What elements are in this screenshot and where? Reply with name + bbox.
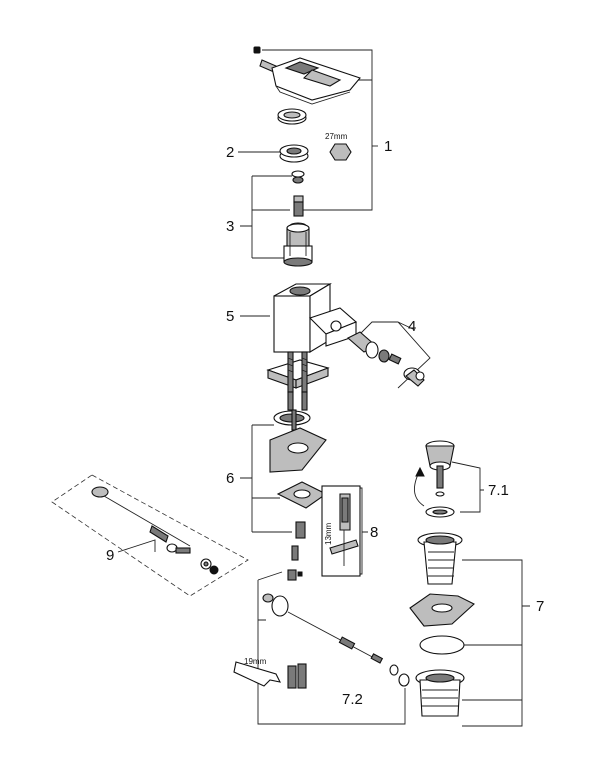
mixer-body	[266, 283, 358, 411]
lift-rod-connection	[347, 331, 425, 387]
label-6: 6	[226, 470, 234, 487]
handle-assembly	[253, 46, 361, 125]
label-1: 1	[384, 138, 392, 155]
label-8: 8	[370, 524, 378, 541]
label-4: 4	[408, 318, 416, 335]
dim-27mm: 27mm	[325, 132, 348, 141]
callout-labels: 1 2 3 4 5 6 7 7.1 7.2 8 9	[106, 138, 544, 708]
waste-body	[409, 532, 475, 717]
label-3: 3	[226, 218, 234, 235]
label-2: 2	[226, 144, 234, 161]
label-7-1: 7.1	[488, 482, 509, 499]
label-7: 7	[536, 598, 544, 615]
hex-nut-icon	[329, 143, 352, 161]
pop-up-linkage	[233, 569, 410, 689]
label-5: 5	[226, 308, 234, 325]
label-9: 9	[106, 547, 114, 564]
waste-plug	[414, 440, 455, 518]
dim-19mm: 19mm	[244, 657, 267, 666]
leader-lines	[117, 49, 530, 727]
lift-rod-kit	[51, 474, 249, 597]
mounting-set	[269, 409, 328, 561]
cartridge-assembly	[283, 170, 313, 267]
dim-13mm: 13mm	[324, 522, 333, 545]
hex-key-tool	[321, 485, 361, 577]
cap-nut	[279, 143, 352, 163]
label-7-2: 7.2	[342, 691, 363, 708]
